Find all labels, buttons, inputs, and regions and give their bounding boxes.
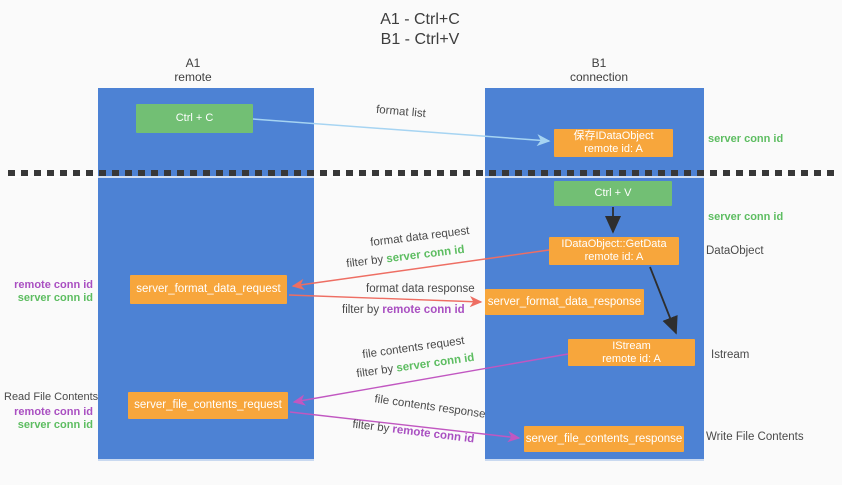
node-save-idataobject-line1: 保存IDataObject [573,130,654,142]
node-server-format-data-response: server_format_data_response [485,289,644,315]
arrow-format-list [252,118,551,147]
node-save-idataobject: 保存IDataObject remote id: A [554,129,673,157]
annotation-dataobject: DataObject [706,245,764,257]
title-line-1: A1 - Ctrl+C [380,11,460,28]
arrow-format-request-to-response [288,294,483,308]
node-server-file-contents-request: server_file_contents_request [128,392,288,419]
node-idataobject-getdata-line2: remote id: A [584,251,644,263]
arrow-getdata-to-istream [649,266,678,335]
lane-b1-role: connection [569,70,629,84]
lane-a1-header: A1 remote [133,56,253,84]
node-istream-line2: remote id: A [602,352,661,365]
node-istream-line1: IStream [612,339,651,352]
label-filter-by-remote-conn-id-1: filter by remote conn id [342,304,465,316]
diagram-title: A1 - Ctrl+C B1 - Ctrl+V [300,10,540,50]
annotation-write-file-contents: Write File Contents [706,431,804,443]
node-ctrl-c-label: Ctrl + C [175,112,214,124]
annotation-istream: Istream [711,349,750,361]
annotation-read-file-contents: Read File Contents [4,391,99,403]
label-format-data-response: format data response [366,283,475,295]
node-save-idataobject-line2: remote id: A [584,143,643,155]
remote-conn-id-text: remote conn id [382,304,465,316]
lane-b1-header: B1 connection [539,56,659,84]
lane-a1-name: A1 [185,56,201,70]
node-ctrl-v-label: Ctrl + V [594,187,632,199]
annotation-server-conn-id-right-top: server conn id [708,133,784,145]
annotation-remote-conn-id-left-top: remote conn id [14,279,93,291]
annotation-server-conn-id-right-mid: server conn id [708,211,784,223]
node-ctrl-v: Ctrl + V [554,181,672,206]
node-server-file-contents-request-label: server_file_contents_request [134,399,282,411]
node-ctrl-c: Ctrl + C [136,104,253,133]
node-server-format-data-request: server_format_data_request [130,275,287,304]
node-server-format-data-response-label: server_format_data_response [487,295,642,308]
node-server-format-data-request-label: server_format_data_request [136,283,281,295]
lane-a1-role: remote [174,70,212,84]
arrow-file-request-to-response [289,411,521,443]
filter-by-text: filter by [342,304,383,316]
annotation-server-conn-id-left-top: server conn id [17,292,93,304]
node-idataobject-getdata-line1: IDataObject::GetData [561,238,667,250]
annotation-server-conn-id-left-bottom: server conn id [17,419,93,431]
annotation-remote-conn-id-left-bottom: remote conn id [14,406,93,418]
node-idataobject-getdata: IDataObject::GetData remote id: A [549,237,679,265]
lane-b1-name: B1 [591,56,607,70]
copy-paste-divider-dashed-line [8,170,834,176]
node-istream: IStream remote id: A [568,339,695,366]
node-server-file-contents-response: server_file_contents_response [524,426,684,452]
node-server-file-contents-response-label: server_file_contents_response [525,432,683,445]
title-line-2: B1 - Ctrl+V [380,31,460,48]
arrow-getdata-to-format-request [291,249,550,290]
arrow-istream-to-file-request [292,353,569,406]
